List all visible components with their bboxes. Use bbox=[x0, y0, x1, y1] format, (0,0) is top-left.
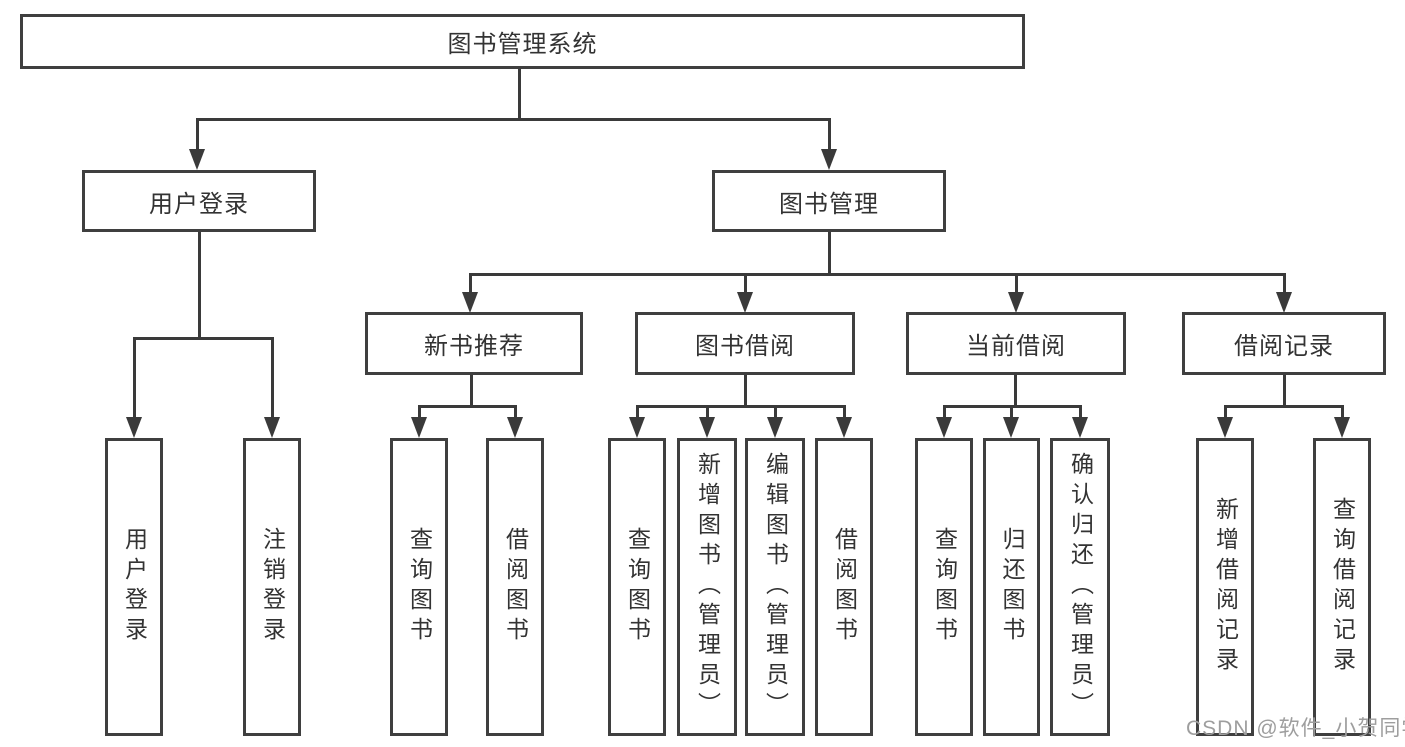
connector-line bbox=[514, 405, 517, 418]
connector-line bbox=[418, 405, 421, 418]
connector-line bbox=[271, 337, 274, 418]
connector-line bbox=[133, 337, 274, 340]
leaf-label: 借阅图书 bbox=[502, 527, 529, 647]
connector-line bbox=[470, 273, 1286, 276]
connector-line bbox=[943, 405, 946, 418]
connector-line bbox=[828, 232, 831, 276]
leaf-label: 归还图书 bbox=[999, 527, 1025, 647]
connector-line bbox=[133, 337, 136, 418]
node-label: 当前借阅 bbox=[966, 333, 1066, 360]
leaf-label: 编辑图书（管理员） bbox=[762, 452, 789, 722]
leaf-user-login: 用户登录 bbox=[105, 438, 163, 736]
leaf-query-borrow-record: 查询借阅记录 bbox=[1313, 438, 1371, 736]
arrow-down-icon bbox=[462, 292, 478, 313]
leaf-borrow-books-borrowing: 借阅图书 bbox=[815, 438, 873, 736]
arrow-down-icon bbox=[767, 417, 783, 438]
node-label: 新书推荐 bbox=[424, 333, 524, 360]
arrow-down-icon bbox=[1334, 417, 1350, 438]
node-new-book-recommendation: 新书推荐 bbox=[365, 312, 583, 375]
connector-line bbox=[418, 405, 517, 408]
leaf-return-books: 归还图书 bbox=[983, 438, 1040, 736]
arrow-down-icon bbox=[936, 417, 952, 438]
arrow-down-icon bbox=[1008, 292, 1024, 313]
connector-line bbox=[828, 118, 831, 151]
node-borrowing-records: 借阅记录 bbox=[1182, 312, 1386, 375]
arrow-down-icon bbox=[1217, 417, 1233, 438]
node-book-management: 图书管理 bbox=[712, 170, 946, 232]
connector-line bbox=[469, 273, 472, 295]
connector-line bbox=[1014, 375, 1017, 407]
connector-line bbox=[1010, 405, 1013, 418]
node-label: 用户登录 bbox=[149, 190, 249, 218]
leaf-label: 用户登录 bbox=[121, 527, 148, 647]
leaf-label: 查询图书 bbox=[931, 527, 958, 647]
connector-line bbox=[1224, 405, 1344, 408]
arrow-down-icon bbox=[699, 417, 715, 438]
node-label: 借阅记录 bbox=[1234, 333, 1334, 360]
connector-line bbox=[1283, 273, 1286, 295]
node-book-borrowing: 图书借阅 bbox=[635, 312, 855, 375]
arrow-down-icon bbox=[836, 417, 852, 438]
leaf-label: 注销登录 bbox=[259, 527, 286, 647]
leaf-add-book-admin: 新增图书（管理员） bbox=[677, 438, 737, 736]
leaf-edit-book-admin: 编辑图书（管理员） bbox=[745, 438, 805, 736]
arrow-down-icon bbox=[737, 292, 753, 313]
connector-line bbox=[518, 69, 521, 118]
node-user-login: 用户登录 bbox=[82, 170, 316, 232]
node-label: 图书借阅 bbox=[695, 333, 795, 360]
leaf-label: 查询图书 bbox=[406, 527, 433, 647]
node-label: 图书管理 bbox=[779, 190, 879, 218]
connector-line bbox=[1341, 405, 1344, 418]
leaf-add-borrow-record: 新增借阅记录 bbox=[1196, 438, 1254, 736]
connector-line bbox=[1224, 405, 1227, 418]
arrow-down-icon bbox=[1003, 417, 1019, 438]
arrow-down-icon bbox=[1072, 417, 1088, 438]
csdn-watermark: CSDN @软件_小贺同学 bbox=[1186, 717, 1405, 740]
connector-line bbox=[1283, 375, 1286, 407]
arrow-down-icon bbox=[629, 417, 645, 438]
connector-line bbox=[1015, 273, 1018, 295]
arrow-down-icon bbox=[1276, 292, 1292, 313]
node-book-management-system: 图书管理系统 bbox=[20, 14, 1025, 69]
connector-line bbox=[843, 405, 846, 418]
arrow-down-icon bbox=[507, 417, 523, 438]
leaf-label: 借阅图书 bbox=[831, 527, 858, 647]
leaf-logout-login: 注销登录 bbox=[243, 438, 301, 736]
connector-line bbox=[1079, 405, 1082, 418]
connector-line bbox=[706, 405, 709, 418]
connector-line bbox=[636, 405, 846, 408]
node-label: 图书管理系统 bbox=[447, 31, 598, 58]
leaf-label: 确认归还（管理员） bbox=[1067, 452, 1094, 722]
leaf-query-books-current: 查询图书 bbox=[915, 438, 973, 736]
leaf-label: 查询图书 bbox=[624, 527, 651, 647]
arrow-down-icon bbox=[189, 149, 205, 170]
leaf-label: 新增图书（管理员） bbox=[694, 452, 721, 722]
leaf-label: 新增借阅记录 bbox=[1212, 497, 1239, 677]
leaf-borrow-books-recommend: 借阅图书 bbox=[486, 438, 544, 736]
leaf-query-books-recommend: 查询图书 bbox=[390, 438, 448, 736]
arrow-down-icon bbox=[264, 417, 280, 438]
arrow-down-icon bbox=[126, 417, 142, 438]
connector-line bbox=[198, 232, 201, 337]
connector-line bbox=[636, 405, 639, 418]
leaf-confirm-return-admin: 确认归还（管理员） bbox=[1050, 438, 1110, 736]
leaf-label: 查询借阅记录 bbox=[1329, 497, 1356, 677]
arrow-down-icon bbox=[821, 149, 837, 170]
connector-line bbox=[744, 273, 747, 295]
connector-line bbox=[196, 118, 199, 151]
node-current-borrowing: 当前借阅 bbox=[906, 312, 1126, 375]
leaf-query-books-borrowing: 查询图书 bbox=[608, 438, 666, 736]
connector-line bbox=[196, 118, 831, 121]
connector-line bbox=[774, 405, 777, 418]
connector-line bbox=[470, 375, 473, 408]
arrow-down-icon bbox=[411, 417, 427, 438]
connector-line bbox=[744, 375, 747, 407]
